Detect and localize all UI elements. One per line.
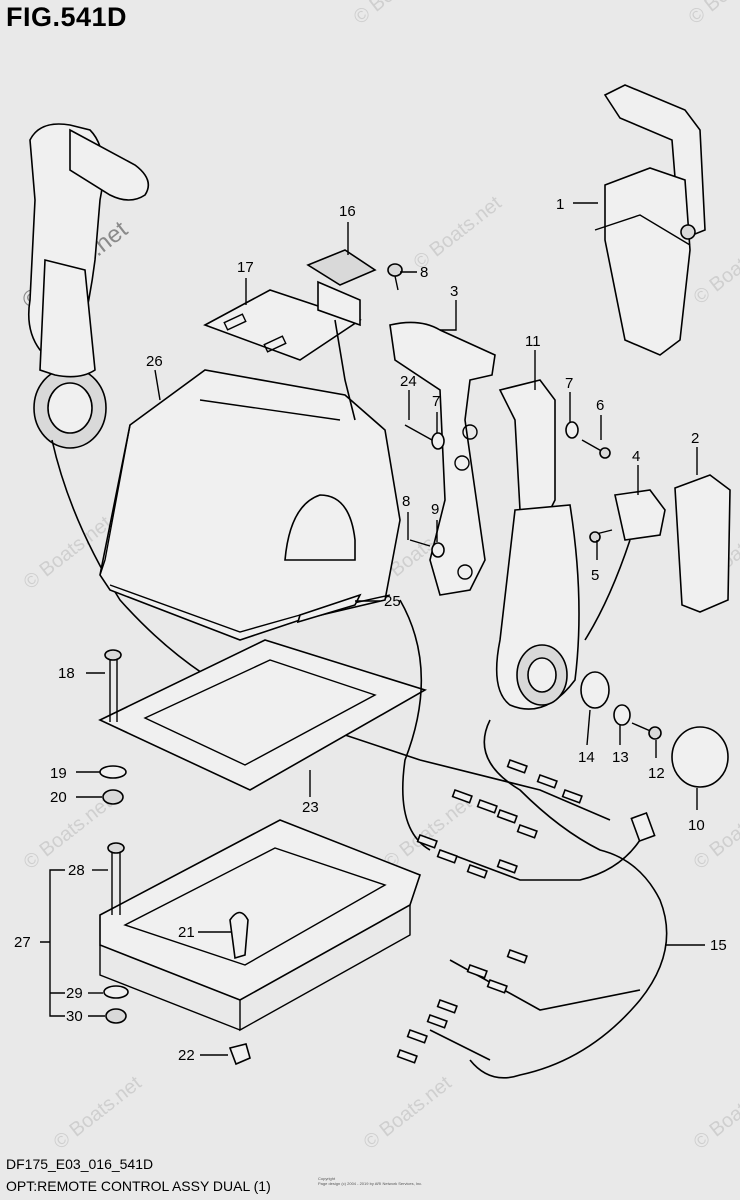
callout-12: 12 <box>648 765 665 782</box>
copyright-line: Copyright <box>318 1176 336 1181</box>
callout-13: 13 <box>612 749 629 766</box>
diagram-code: DF175_E03_016_541D <box>6 1156 154 1172</box>
callout-26: 26 <box>146 353 163 370</box>
watermark: © Boats.net <box>410 192 506 274</box>
cover-housing <box>99 369 401 641</box>
watermark: © Boats.net <box>685 0 740 29</box>
callout-2: 2 <box>691 430 699 447</box>
callout-15: 15 <box>710 937 727 954</box>
screw-28 <box>103 842 129 1024</box>
sensor-4 <box>584 489 666 641</box>
gasket-23 <box>98 639 427 791</box>
copyright-line: Page design (c) 2004 - 2019 by ARI Netwo… <box>318 1181 423 1186</box>
callout-28: 28 <box>68 862 85 879</box>
callout-labels: 1 2 3 4 5 6 7 7 8 8 9 10 11 12 13 14 15 … <box>14 196 727 1064</box>
watermark: © Boats.net <box>380 792 476 874</box>
callout-8: 8 <box>420 264 428 281</box>
callout-20: 20 <box>50 789 67 806</box>
callout-19: 19 <box>50 765 67 782</box>
remote-control-assy-1 <box>594 84 706 356</box>
callout-7: 7 <box>432 393 440 410</box>
callout-9: 9 <box>431 501 439 518</box>
cover-2 <box>674 474 731 613</box>
wire-harness-15 <box>396 599 668 1079</box>
leader-lines <box>40 202 705 1056</box>
callout-1: 1 <box>556 196 564 213</box>
watermark: © Boats.net <box>50 1072 146 1154</box>
base-27 <box>99 819 421 1032</box>
callout-24: 24 <box>400 373 417 390</box>
callout-21: 21 <box>178 924 195 941</box>
diagram-description: OPT:REMOTE CONTROL ASSY DUAL (1) <box>6 1178 271 1194</box>
copyright-notice: Copyright Page design (c) 2004 - 2019 by… <box>318 1176 422 1186</box>
watermark: © Boats.net <box>20 512 116 594</box>
callout-11: 11 <box>525 333 541 350</box>
callout-22: 22 <box>178 1047 195 1064</box>
watermark: © Boats.net <box>360 1072 456 1154</box>
watermark: © Boats.net <box>690 1072 740 1154</box>
callout-16: 16 <box>339 203 356 220</box>
watermark: © Boats.net <box>690 227 740 309</box>
callout-6: 6 <box>596 397 604 414</box>
callout-8: 8 <box>402 493 410 510</box>
clip-22 <box>228 1043 251 1066</box>
callout-25: 25 <box>384 593 401 610</box>
lever-11 <box>495 379 580 710</box>
switch-16 <box>306 249 377 421</box>
callout-18: 18 <box>58 665 75 682</box>
bracket-3 <box>389 321 496 596</box>
callout-14: 14 <box>578 749 595 766</box>
connector-plugs <box>396 758 583 1064</box>
control-handle-left <box>27 123 421 761</box>
callout-23: 23 <box>302 799 319 816</box>
clip-25 <box>296 593 362 624</box>
callout-10: 10 <box>688 817 705 834</box>
watermark: © Boats.net <box>350 0 446 29</box>
figure-title: FIG.541D <box>6 2 128 32</box>
callout-3: 3 <box>450 283 458 300</box>
callout-17: 17 <box>237 259 254 276</box>
callout-4: 4 <box>632 448 640 465</box>
callout-7: 7 <box>565 375 573 392</box>
screw-18 <box>99 649 127 805</box>
callout-27: 27 <box>14 934 31 951</box>
callout-30: 30 <box>66 1008 83 1025</box>
callout-29: 29 <box>66 985 83 1002</box>
callout-5: 5 <box>591 567 599 584</box>
fasteners <box>387 263 729 788</box>
